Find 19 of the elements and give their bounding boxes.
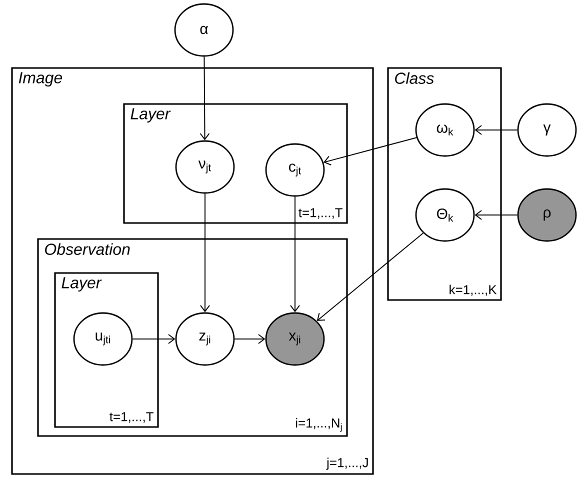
arrow xyxy=(200,56,210,140)
plate-index: t=1,...,T xyxy=(110,412,154,423)
arrow xyxy=(474,210,518,220)
plate-index: t=1,...,T xyxy=(298,208,342,219)
arrow xyxy=(323,137,418,166)
plate-index: j=1,...,J xyxy=(326,458,368,470)
arrow xyxy=(316,232,424,321)
plate-index: i=1,...,N$_{j}$ xyxy=(296,418,342,432)
plate-title: Class xyxy=(395,72,434,84)
plate-title: Layer xyxy=(62,277,102,292)
plate-index: k=1,...,K xyxy=(450,284,497,296)
plate-title: Observation xyxy=(45,243,130,255)
plate-title: Image xyxy=(18,72,62,87)
plate-title: Layer xyxy=(130,108,171,123)
arrow xyxy=(234,334,266,344)
arrow xyxy=(474,125,518,135)
arrow xyxy=(132,334,176,344)
arrow xyxy=(200,193,210,312)
arrow xyxy=(290,196,300,312)
